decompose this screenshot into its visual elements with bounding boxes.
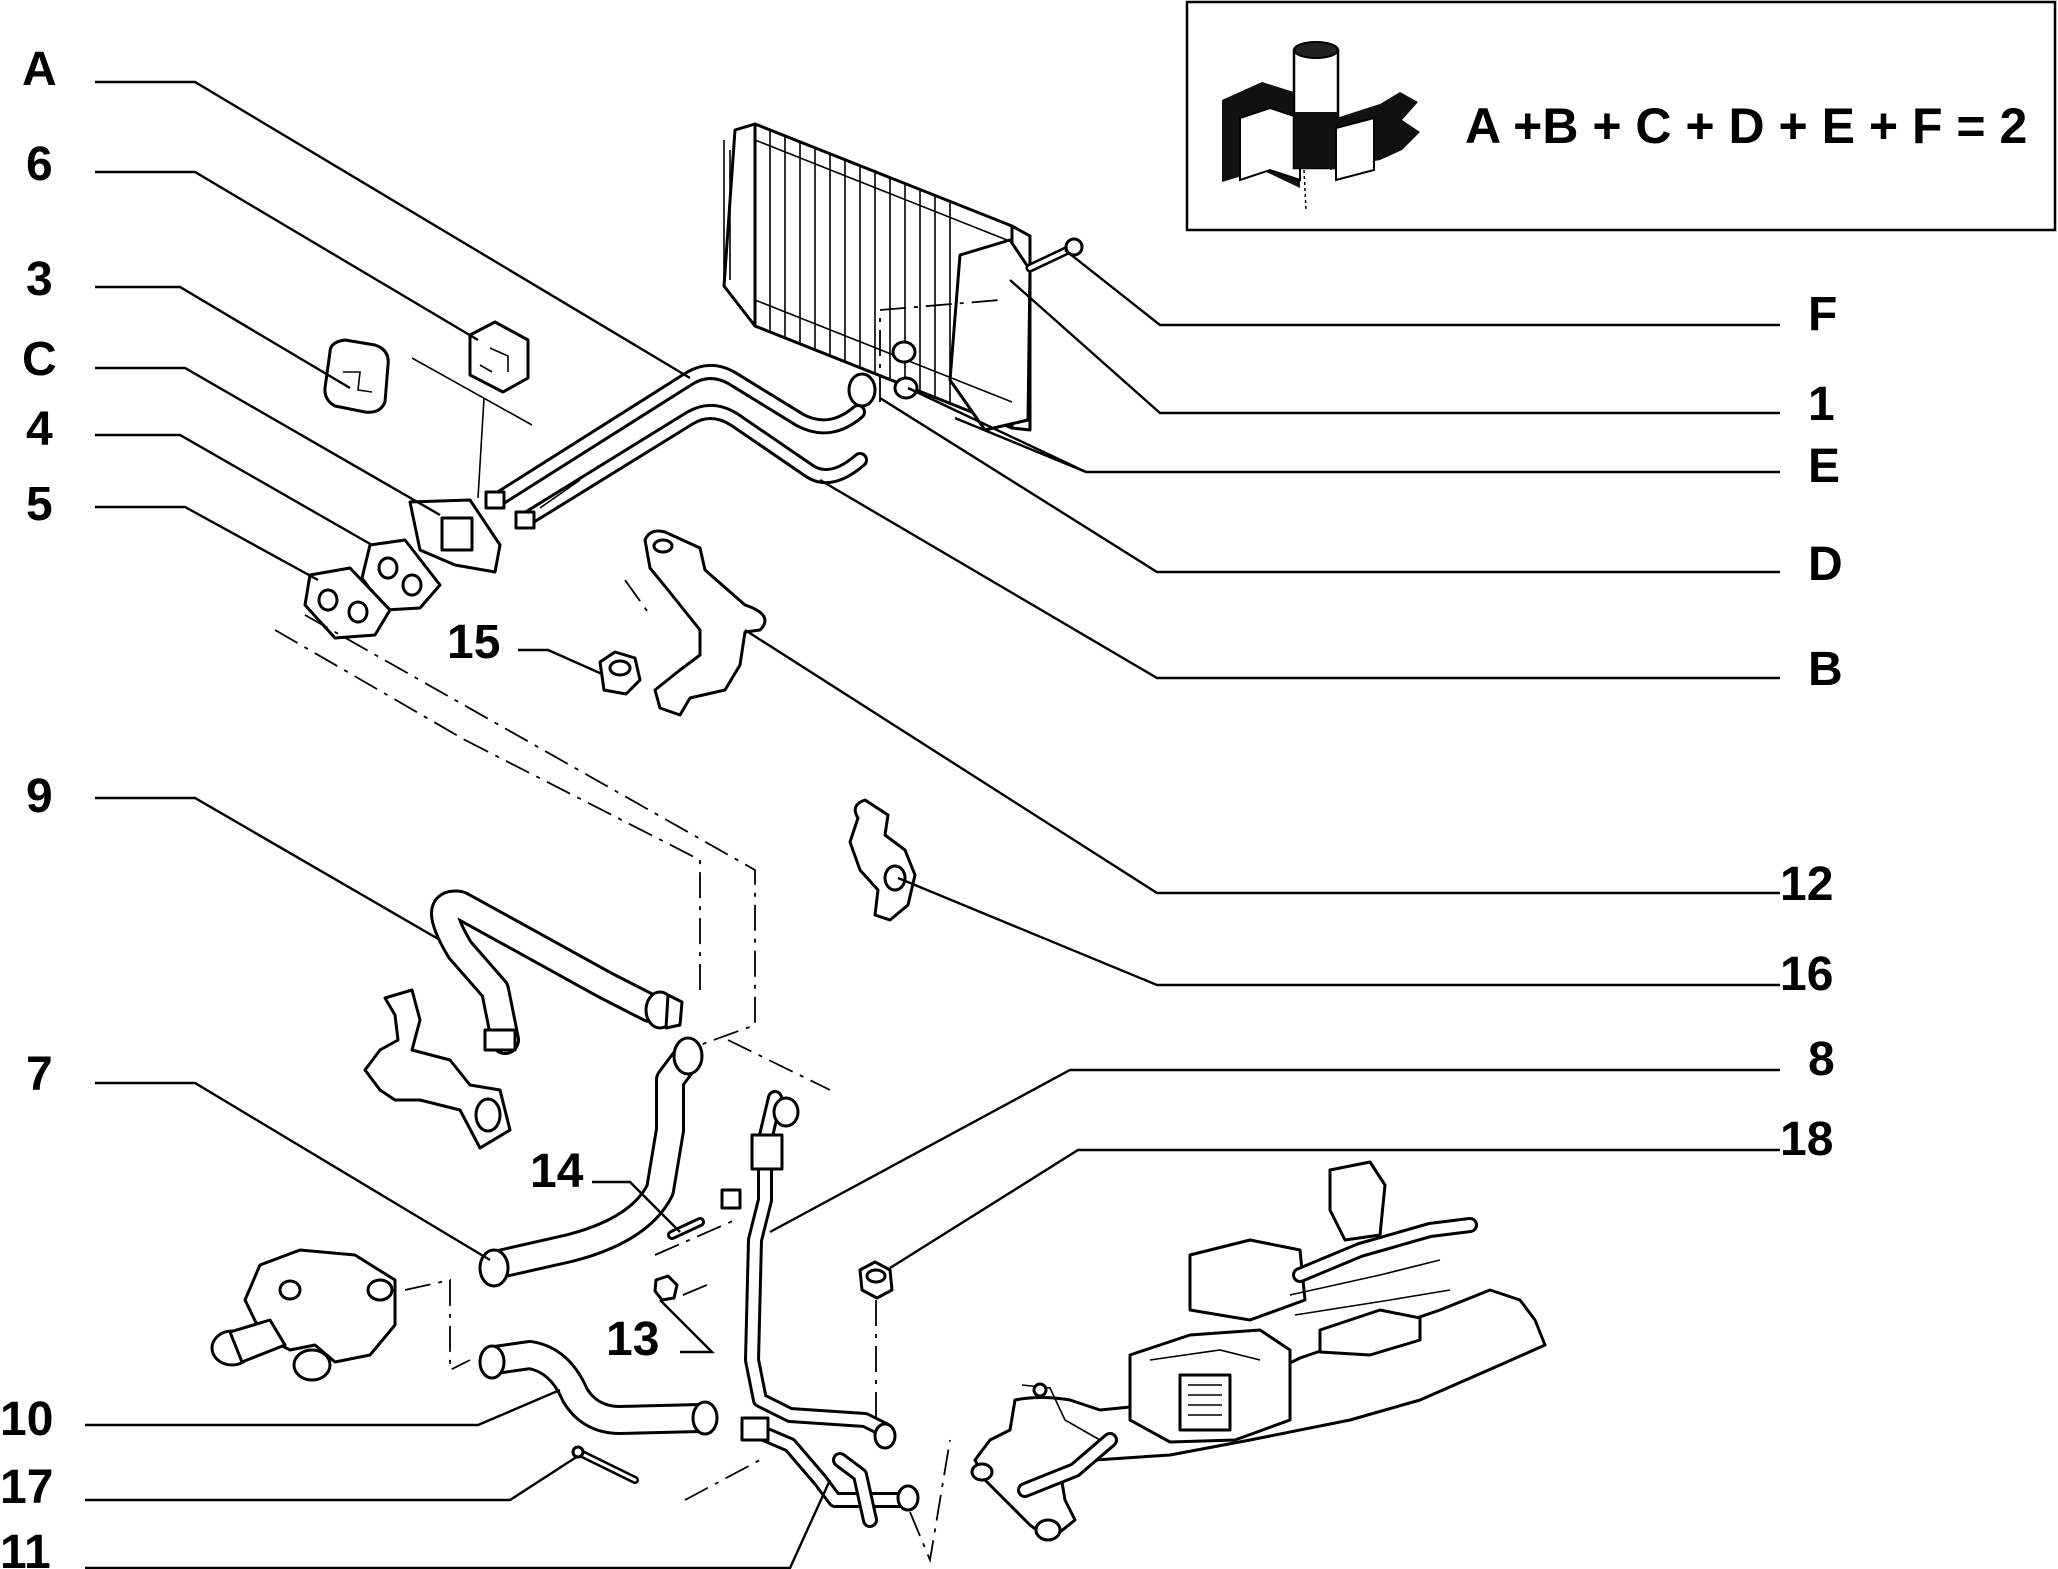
label-A: A — [22, 43, 57, 96]
label-6: 6 — [26, 138, 53, 191]
label-C: C — [22, 333, 57, 386]
auxiliary-heater-assembly — [970, 1160, 1547, 1542]
label-15: 15 — [447, 616, 500, 669]
fiat-parts-logo-icon — [1222, 41, 1420, 211]
bolt-17 — [571, 1445, 639, 1484]
screw-f — [1025, 237, 1084, 273]
grommet-3 — [323, 338, 390, 414]
hose-adapter — [363, 988, 512, 1150]
hose-7 — [478, 1036, 704, 1288]
label-10: 10 — [0, 1393, 53, 1446]
assembly-lines — [274, 299, 1001, 1564]
hose-10 — [478, 1340, 719, 1436]
label-12: 12 — [1780, 858, 1833, 911]
label-5: 5 — [26, 478, 53, 531]
label-18: 18 — [1780, 1113, 1833, 1166]
label-D: D — [1808, 538, 1843, 591]
label-3: 3 — [26, 253, 53, 306]
plate-5 — [303, 566, 392, 640]
label-B: B — [1808, 643, 1843, 696]
clip-16 — [848, 798, 917, 922]
bolt-14 — [667, 1188, 742, 1240]
kit-formula-box: A +B + C + D + E + F = 2 — [1185, 0, 2057, 232]
nut-15 — [598, 650, 642, 696]
label-17: 17 — [0, 1461, 53, 1514]
label-1: 1 — [1808, 378, 1835, 431]
label-9: 9 — [26, 770, 53, 823]
label-7: 7 — [26, 1048, 53, 1101]
label-E: E — [1808, 440, 1840, 493]
heater-core — [722, 122, 1032, 432]
thermostat-housing — [210, 1248, 397, 1382]
bracket-12 — [643, 529, 767, 717]
seal-rings — [847, 340, 919, 408]
clip-6 — [468, 320, 530, 394]
label-13: 13 — [606, 1313, 659, 1366]
leader-lines — [85, 80, 1780, 1569]
kit-formula-text: A +B + C + D + E + F = 2 — [1465, 98, 2027, 154]
pipe-8 — [744, 1090, 897, 1450]
pipe-flange-c — [408, 498, 502, 574]
label-4: 4 — [26, 403, 53, 456]
nut-13 — [653, 1274, 679, 1302]
label-14: 14 — [530, 1145, 584, 1198]
hose-9 — [430, 889, 684, 1055]
radiator-fins — [754, 130, 1013, 404]
nut-18 — [858, 1260, 894, 1300]
pipe-11 — [740, 1416, 920, 1528]
seal-4 — [360, 538, 442, 612]
label-16: 16 — [1780, 948, 1833, 1001]
label-F: F — [1808, 288, 1837, 341]
callout-labels: A 6 3 C 4 5 15 9 7 14 13 10 17 11 F 1 E … — [0, 43, 1843, 1569]
label-11: 11 — [0, 1526, 51, 1569]
label-8: 8 — [1808, 1033, 1835, 1086]
heater-pipes — [484, 364, 868, 530]
